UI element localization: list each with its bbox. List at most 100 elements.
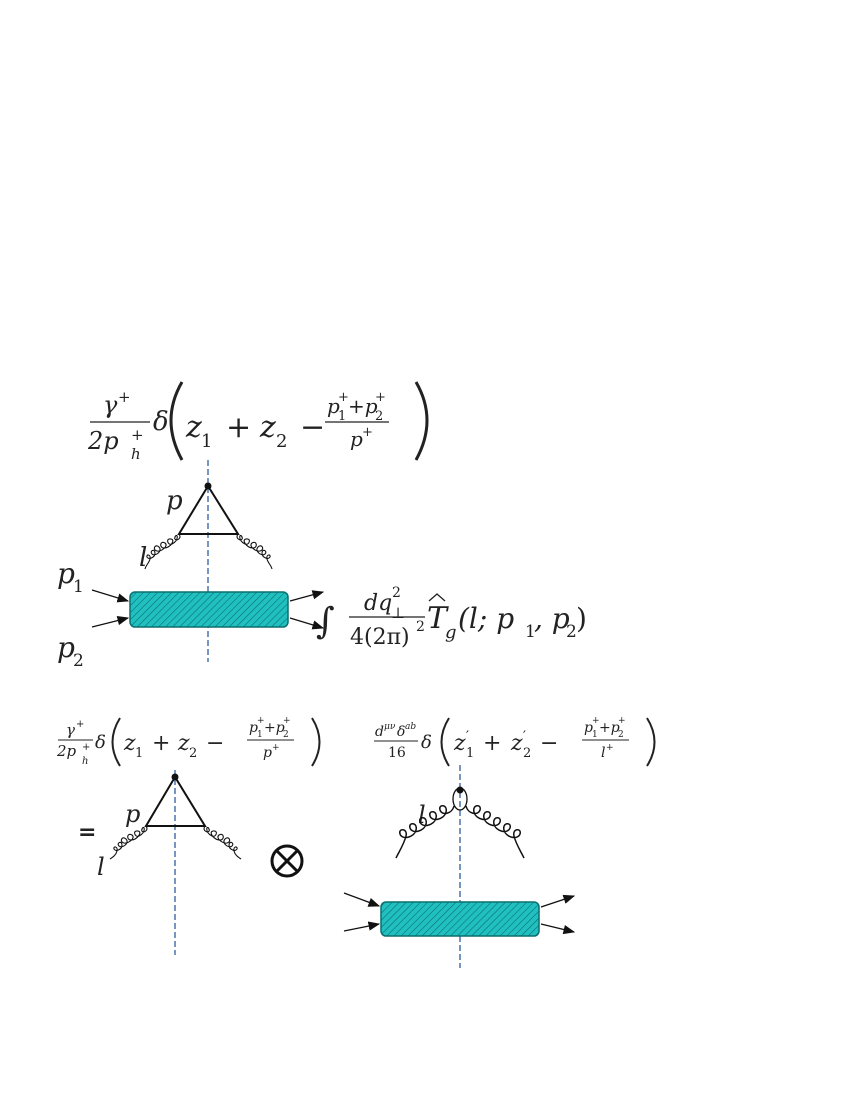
br-z1-prime: ′ [466,729,469,744]
br-prefactor-num-d: d [375,724,384,740]
bl-frac-den-sup: + [272,743,280,753]
bl-gluon-left [109,825,148,860]
br-frac-den: l [601,745,605,761]
top-frac-num-p1-sub: 1 [338,409,346,424]
top-plus: + [226,410,251,445]
br-prefactor-num-delta-sup: ab [405,722,416,732]
br-gluon-right [465,805,525,859]
top-minus: − [300,410,325,445]
top-integral-num-sub: ⊥ [391,604,405,622]
bl-frac-num-p1: p [249,720,258,736]
bl-delta: δ [95,732,106,753]
br-z2-prime: ′ [523,729,526,744]
top-frac-num-p2-sup: + [375,390,386,405]
top-arrow-out-1 [289,590,325,602]
br-prefactor-den: 16 [388,745,406,761]
bl-left-paren [111,717,121,767]
top-left-paren [169,381,184,461]
top-prefactor-den-sup: + [131,426,144,444]
bl-label-l: l [97,853,105,881]
br-frac-num-p2-sub: 2 [618,730,624,740]
br-delta: δ [421,732,432,753]
top-label-l: l [139,543,147,573]
top-vertex-dot [204,482,212,490]
top-arrow-out-2 [289,617,325,630]
top-frac-den: p [350,427,363,451]
br-vertex-dot [456,786,464,794]
top-integral-T: T [427,601,449,636]
top-label-p2-sub: 2 [73,651,84,671]
top-integral-args-sub2: 2 [566,622,577,642]
bl-minus: − [206,731,224,756]
top-right-paren [414,381,429,461]
bl-frac-num-p1-sup: + [257,716,265,726]
equals-sign: = [78,820,96,845]
top-integral-num: dq [364,591,392,616]
br-z2-sub: 2 [523,746,531,761]
br-left-paren [440,717,450,767]
bl-label-p: p [125,800,140,828]
bl-frac-den: p [263,745,272,761]
bl-prefactor-den-sub: h [82,756,88,767]
br-hadron-blob [380,901,540,937]
bottom-right-prefactor: d μν δ ab 16 δ [374,722,432,761]
top-gluon-right [236,533,273,570]
otimes-circle [270,844,304,878]
bl-frac-num-p1-sub: 1 [257,730,263,740]
bl-prefactor-num-sup: + [76,719,84,730]
bl-gluon-right [203,825,242,860]
bl-z2-sub: 2 [189,746,197,761]
top-integral-args-end: ) [576,602,587,635]
top-vertex-triangle [177,484,240,535]
bl-right-paren [311,717,321,767]
bl-prefactor-den-sup: + [82,742,90,753]
top-z2: z [259,410,276,445]
br-gluon-left [395,805,455,859]
top-integral-den: 4(2π) [350,625,410,650]
top-prefactor: γ + 2p h + δ [87,388,169,463]
br-prefactor-num-d-sup: μν [384,722,396,732]
top-argument: z 1 + z 2 − p + 1 +p + 2 p + [185,390,389,452]
top-prefactor-num: γ [103,391,118,419]
bl-vertex-dot [171,773,179,781]
bl-frac-num-p2-sub: 2 [283,730,289,740]
br-frac-num-p1: p [584,720,593,736]
br-arrow-out-1 [540,894,576,908]
top-frac-num-p1-sup: + [338,390,349,405]
top-integral-args-sub1: 1 [525,622,536,642]
bl-frac-num-p2: +p [264,720,285,736]
br-arrow-out-2 [540,923,576,935]
top-label-p1: p [57,557,75,590]
br-minus: − [540,731,558,756]
br-arrow-in-2 [343,921,381,932]
br-frac-num-p1-sub: 1 [592,730,598,740]
otimes-symbol [270,844,304,878]
top-integral-sign: ∫ [316,601,335,642]
br-frac-num-p2: +p [599,720,620,736]
top-prefactor-den: 2p [87,427,119,455]
top-z2-sub: 2 [276,431,287,452]
br-frac-num-p2-sup: + [618,716,626,726]
top-gluon-left [144,533,181,570]
bl-prefactor-num: γ [66,721,75,739]
top-frac-num-p2-sub: 2 [375,409,383,424]
top-z1: z [185,410,202,445]
bottom-left-argument: z 1 + z 2 − p + 1 +p + 2 p + [123,716,294,761]
br-z1: z [453,731,466,756]
br-right-paren [646,717,656,767]
br-z1-sub: 1 [466,746,474,761]
top-delta: δ [153,407,169,437]
top-prefactor-num-sup: + [118,388,131,406]
bl-vertex-triangle [144,775,207,827]
top-z1-sub: 1 [201,431,212,452]
bottom-left-prefactor: γ + 2p h + δ [56,719,106,767]
bl-frac-num-p2-sup: + [283,716,291,726]
bl-z1: z [123,731,136,756]
br-frac-den-sup: + [606,743,614,753]
top-integral-args-mid: , p [534,602,570,635]
top-arrow-in-p1 [91,589,130,603]
top-frac-den-sup: + [362,425,373,440]
bl-plus: + [152,731,170,756]
top-frac-num-p2: +p [348,394,378,418]
bl-z1-sub: 1 [135,746,143,761]
